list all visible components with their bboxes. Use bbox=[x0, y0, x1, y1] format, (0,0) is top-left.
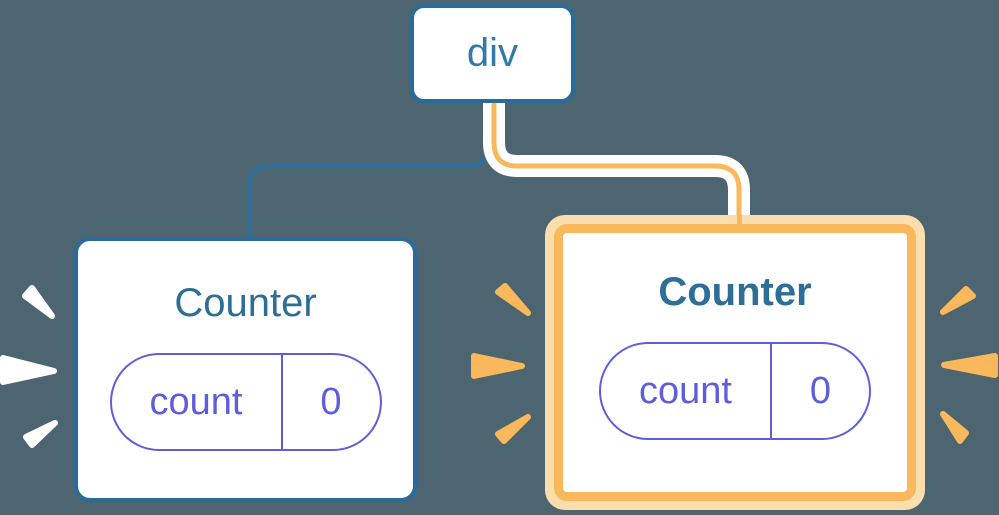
burst-ray bbox=[940, 411, 969, 444]
burst-ray bbox=[23, 420, 58, 448]
counter-title: Counter bbox=[174, 281, 317, 325]
update-burst-icon-middle bbox=[471, 283, 531, 444]
burst-ray bbox=[22, 285, 55, 319]
edge-highlight-stub bbox=[737, 214, 742, 230]
edge-root-to-right-counter bbox=[491, 100, 742, 240]
burst-ray bbox=[0, 355, 57, 385]
counter-title: Counter bbox=[658, 270, 812, 314]
state-pill-divider bbox=[770, 344, 772, 438]
state-pill-divider bbox=[280, 355, 283, 449]
burst-ray bbox=[941, 353, 998, 378]
update-burst-icon-right bbox=[940, 286, 998, 444]
edge-root-to-left-counter bbox=[247, 100, 491, 240]
state-value: 0 bbox=[809, 369, 832, 412]
burst-ray bbox=[495, 414, 531, 444]
burst-ray bbox=[495, 283, 531, 316]
burst-ray bbox=[940, 286, 976, 315]
state-pill: count 0 bbox=[599, 342, 871, 440]
state-key-label: count bbox=[149, 380, 243, 423]
root-node-label: div bbox=[466, 31, 519, 75]
counter-card-right: Counter count 0 bbox=[554, 224, 916, 501]
counter-card-left: Counter count 0 bbox=[74, 237, 417, 502]
render-burst-icon-left bbox=[0, 285, 58, 448]
counter-card-right-highlight-ring: Counter count 0 bbox=[545, 215, 925, 510]
root-node-div: div bbox=[410, 4, 575, 103]
state-value: 0 bbox=[320, 380, 342, 423]
state-pill: count 0 bbox=[109, 353, 382, 451]
burst-ray bbox=[471, 353, 525, 379]
state-key-label: count bbox=[639, 369, 732, 412]
